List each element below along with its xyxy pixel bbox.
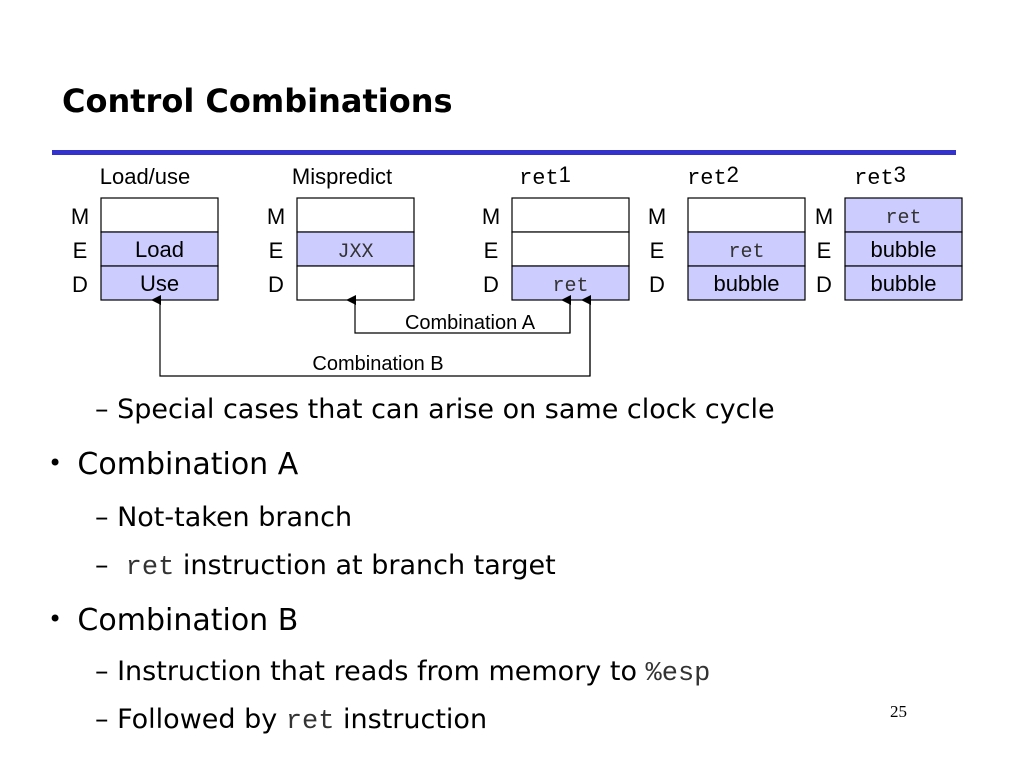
combo-a-heading: Combination A — [77, 447, 299, 482]
stage-label-e: E — [650, 238, 665, 263]
stage-label-m: M — [648, 204, 666, 229]
stage-label-d: D — [483, 272, 499, 297]
stage-cell-text: Load — [135, 237, 184, 262]
column-title: ret2 — [687, 162, 739, 191]
stage-cell-text: bubble — [870, 237, 936, 262]
column-title-code: ret — [519, 166, 559, 191]
combination-b-label: Combination B — [312, 353, 443, 375]
combo-b-sub2: – Followed by ret instruction — [95, 704, 487, 737]
stage-cell — [844, 265, 963, 301]
stage-cell-text: ret — [885, 207, 921, 230]
stage-label-e: E — [73, 238, 88, 263]
combo-b-sub2-tail: instruction — [334, 704, 488, 735]
combo-a-sub1: – Not-taken branch — [95, 502, 352, 533]
combo-b-heading: Combination B — [77, 603, 299, 638]
column-title-number: 2 — [727, 162, 739, 187]
stage-cell — [100, 265, 219, 301]
column-title: Load/use — [100, 164, 191, 189]
stage-cell-text: Use — [140, 271, 179, 296]
combo-b-bullet: • Combination B — [48, 603, 298, 638]
stage-label-e: E — [817, 238, 832, 263]
stage-cell-text: bubble — [870, 271, 936, 296]
column-title: ret3 — [854, 162, 906, 191]
stage-cell — [687, 197, 806, 233]
page-number: 25 — [890, 702, 907, 721]
combo-a-sub1-text: Not-taken branch — [117, 502, 353, 533]
stage-label-e: E — [269, 238, 284, 263]
stage-cell — [296, 231, 415, 267]
stage-cell — [296, 197, 415, 233]
column-title-number: 1 — [559, 162, 571, 187]
dash-marker: – — [95, 394, 118, 425]
bullet-marker: • — [48, 605, 78, 633]
stage-label-m: M — [815, 204, 833, 229]
slide-title: Control Combinations — [62, 82, 453, 120]
stage-label-d: D — [649, 272, 665, 297]
stage-label-d: D — [72, 272, 88, 297]
combo-b-sub2-code: ret — [285, 707, 335, 737]
stage-cell-text: ret — [552, 275, 588, 298]
stage-label-d: D — [268, 272, 284, 297]
dash-marker: – — [95, 502, 118, 533]
combo-a-sub2-code: ret — [125, 553, 175, 583]
stage-cell — [687, 265, 806, 301]
stage-cell — [100, 197, 219, 233]
intro-text: Special cases that can arise on same clo… — [117, 394, 775, 425]
stage-label-m: M — [71, 204, 89, 229]
combo-b-sub1-text: Instruction that reads from memory to — [117, 656, 646, 687]
column-title: Mispredict — [292, 164, 392, 189]
stage-cell — [296, 265, 415, 301]
stage-label-m: M — [267, 204, 285, 229]
stage-cell — [100, 231, 219, 267]
stage-cell — [511, 231, 630, 267]
column-title: ret1 — [519, 162, 571, 191]
stage-cell-text: JXX — [337, 241, 373, 264]
column-title-code: ret — [687, 166, 727, 191]
title-rule — [52, 150, 956, 155]
stage-cell — [511, 197, 630, 233]
dash-marker: – — [95, 704, 118, 735]
combo-b-sub1: – Instruction that reads from memory to … — [95, 656, 710, 689]
combination-a-label: Combination A — [405, 312, 536, 334]
combo-b-sub2-text: Followed by — [117, 704, 286, 735]
stage-cell — [511, 265, 630, 301]
column-title-code: ret — [854, 166, 894, 191]
dash-marker: – — [95, 656, 118, 687]
bullet-marker: • — [48, 449, 78, 477]
combo-a-bullet: • Combination A — [48, 447, 298, 482]
stage-cell-text: bubble — [713, 271, 779, 296]
stage-label-d: D — [816, 272, 832, 297]
stage-label-e: E — [484, 238, 499, 263]
combo-a-sub2: – ret instruction at branch target — [95, 550, 556, 583]
combo-a-sub2-text: instruction at branch target — [174, 550, 556, 581]
stage-cell-text: ret — [728, 241, 764, 264]
stage-label-m: M — [482, 204, 500, 229]
combo-b-sub1-code: %esp — [645, 659, 711, 689]
intro-line: – Special cases that can arise on same c… — [95, 394, 775, 425]
dash-marker: – — [95, 550, 126, 581]
column-title-number: 3 — [894, 162, 906, 187]
